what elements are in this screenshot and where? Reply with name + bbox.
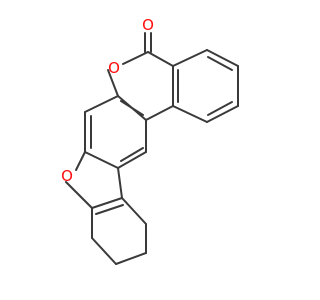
bond — [172, 105, 208, 123]
bond — [91, 237, 117, 265]
bond — [120, 147, 144, 162]
atom-labels: O O O — [61, 16, 154, 185]
bonds — [65, 32, 239, 265]
structure-canvas: O O O — [61, 16, 239, 265]
oxygen-atom-lactone: O — [108, 59, 120, 77]
bond — [206, 105, 239, 123]
bond — [207, 101, 233, 116]
molecule-diagram: O O O — [61, 16, 239, 265]
bond — [115, 252, 147, 265]
bond — [207, 56, 233, 71]
bond — [95, 204, 124, 215]
bond — [91, 197, 123, 209]
bond — [84, 95, 119, 113]
bond — [145, 105, 174, 121]
bond — [117, 167, 123, 199]
oxygen-atom-furan: O — [61, 167, 73, 185]
bond — [84, 151, 119, 169]
bond — [65, 181, 93, 209]
bond — [172, 49, 208, 67]
bond — [147, 51, 174, 67]
bond — [206, 49, 239, 67]
bond — [120, 100, 144, 116]
bond — [117, 151, 147, 169]
bond — [75, 151, 86, 171]
oxygen-atom-carbonyl: O — [142, 16, 154, 34]
bond — [121, 197, 147, 225]
bond — [122, 51, 149, 65]
bond — [107, 69, 119, 97]
